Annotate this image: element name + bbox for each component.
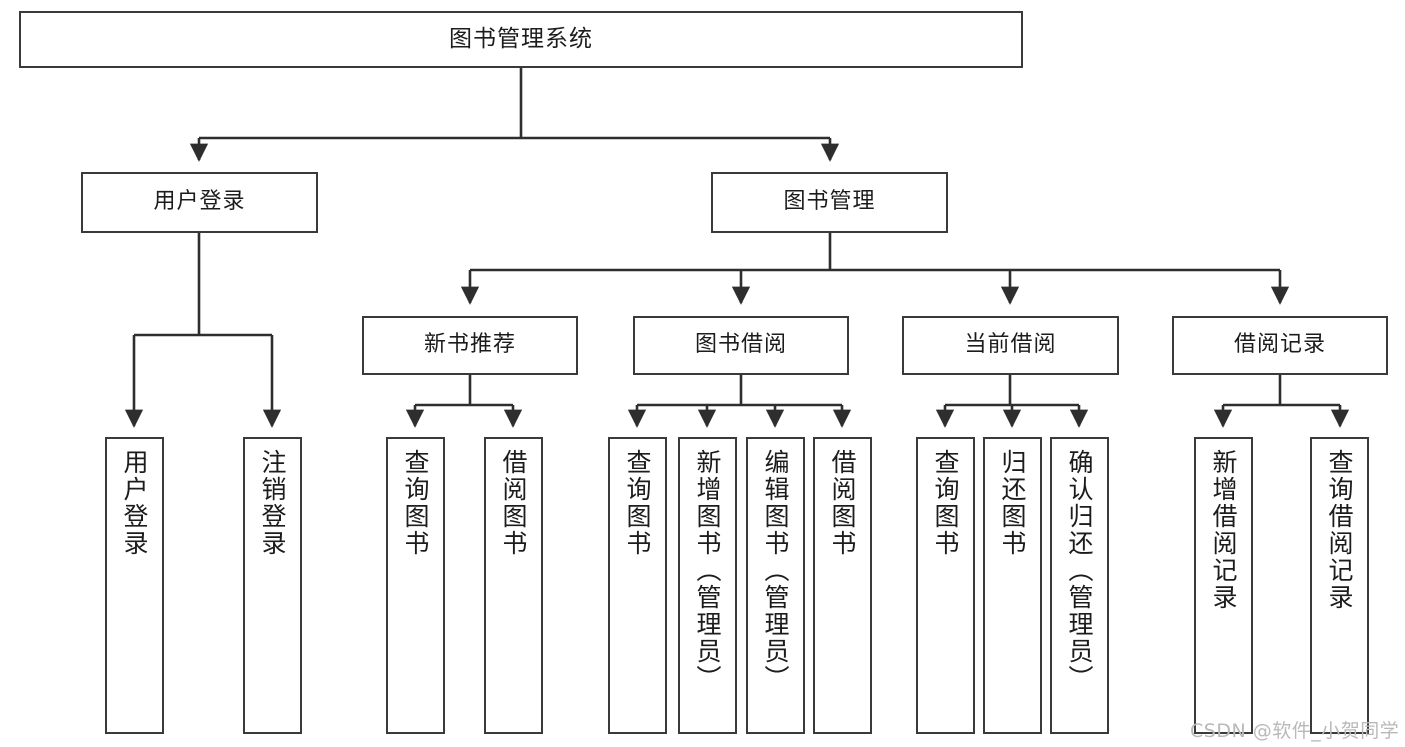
node-leaf-confirm-return[interactable]: 确认归还（管理员） [1050,437,1109,734]
node-root-label: 图书管理系统 [449,25,593,52]
node-label: 用户登录 [120,449,149,557]
node-root-system[interactable]: 图书管理系统 [19,11,1023,68]
node-book-manage[interactable]: 图书管理 [711,172,948,233]
node-leaf-return-book[interactable]: 归还图书 [983,437,1042,734]
node-label: 当前借阅 [964,332,1057,358]
node-leaf-add-book[interactable]: 新增图书（管理员） [678,437,737,734]
node-label: 注销登录 [258,449,287,557]
node-leaf-add-record[interactable]: 新增借阅记录 [1194,437,1253,734]
node-label: 确认归还（管理员） [1065,449,1094,692]
node-book-borrow[interactable]: 图书借阅 [633,316,849,375]
node-label: 借阅图书 [828,449,857,557]
node-borrow-record[interactable]: 借阅记录 [1172,316,1388,375]
node-label: 借阅图书 [499,449,528,557]
node-label: 归还图书 [998,449,1027,557]
node-label: 用户登录 [153,189,246,215]
node-label: 借阅记录 [1233,332,1326,358]
node-leaf-query-book-3[interactable]: 查询图书 [916,437,975,734]
node-leaf-query-book-2[interactable]: 查询图书 [608,437,667,734]
node-current-borrow[interactable]: 当前借阅 [902,316,1119,375]
node-leaf-query-record[interactable]: 查询借阅记录 [1310,437,1369,734]
node-leaf-edit-book[interactable]: 编辑图书（管理员） [746,437,805,734]
node-label: 查询图书 [623,449,652,557]
node-label: 图书借阅 [694,332,787,358]
node-leaf-logout[interactable]: 注销登录 [243,437,302,734]
node-leaf-borrow-book-2[interactable]: 借阅图书 [813,437,872,734]
csdn-watermark: CSDN @软件_小贺同学 [1190,720,1400,742]
node-label: 新增借阅记录 [1209,449,1238,611]
node-label: 新增图书（管理员） [693,449,722,692]
node-label: 图书管理 [783,189,876,215]
node-label: 新书推荐 [423,332,516,358]
node-user-login[interactable]: 用户登录 [81,172,318,233]
node-label: 查询借阅记录 [1325,449,1354,611]
node-label: 编辑图书（管理员） [761,449,790,692]
node-leaf-borrow-book-1[interactable]: 借阅图书 [484,437,543,734]
node-label: 查询图书 [931,449,960,557]
node-leaf-query-book-1[interactable]: 查询图书 [386,437,445,734]
node-leaf-user-login[interactable]: 用户登录 [105,437,164,734]
node-new-book-rec[interactable]: 新书推荐 [362,316,578,375]
node-label: 查询图书 [401,449,430,557]
